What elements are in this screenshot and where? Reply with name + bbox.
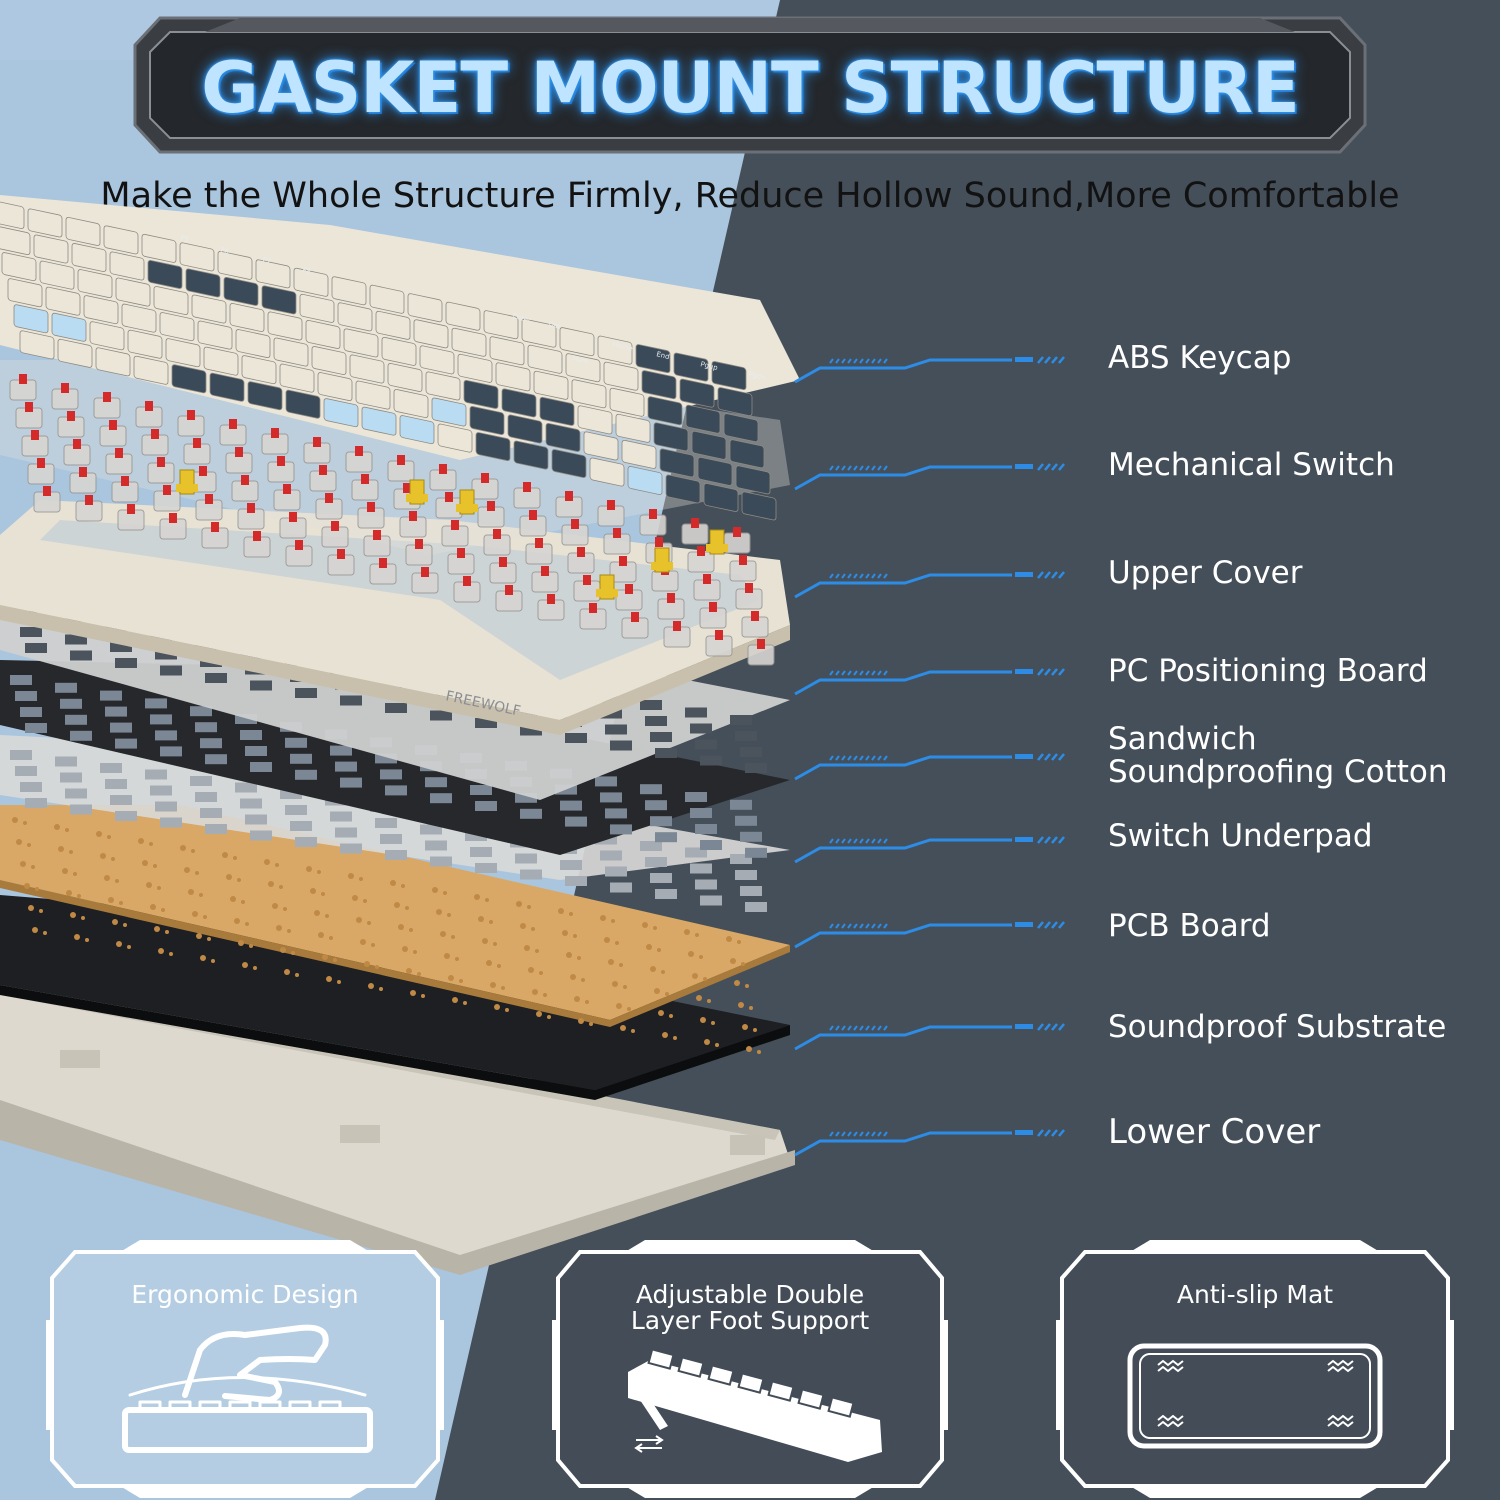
feature-title-ergonomic: Ergonomic Design	[131, 1280, 359, 1309]
layer-label-pcb-board: PCB Board	[1108, 908, 1271, 944]
layer-label-sandwich-line1: Sandwich	[1108, 721, 1257, 757]
feature-title-foot-support-line2: Layer Foot Support	[630, 1306, 870, 1335]
layer-label-soundproof-substrate: Soundproof Substrate	[1108, 1009, 1447, 1045]
layer-label-mechanical-switch: Mechanical Switch	[1108, 447, 1395, 483]
callout-line	[794, 921, 1065, 949]
layer-label-sandwich-cotton: Sandwich Soundproofing Cotton	[1108, 723, 1448, 789]
pcb-board-layer	[0, 805, 790, 1027]
callout-line	[794, 463, 1065, 491]
layer-label-upper-cover: Upper Cover	[1108, 555, 1303, 591]
anti-slip-mat-icon	[1127, 1343, 1383, 1449]
key-legend: F7	[262, 256, 272, 266]
callout-line	[794, 753, 1065, 781]
callout-line	[794, 1129, 1065, 1157]
key-legend: F5	[180, 234, 190, 244]
callout-line	[794, 571, 1065, 599]
feature-title-foot-support-line1: Adjustable Double	[635, 1280, 865, 1309]
layer-label-switch-underpad: Switch Underpad	[1108, 818, 1373, 854]
key-legend: Num	[572, 354, 590, 366]
callout-line	[794, 1023, 1065, 1051]
feature-panel-anti-slip	[1056, 1240, 1454, 1498]
feature-title-anti-slip: Anti-slip Mat	[1176, 1280, 1334, 1309]
callout-line	[794, 668, 1065, 696]
callout-line	[794, 836, 1065, 864]
key-legend: End	[656, 350, 671, 361]
soundproof-substrate-layer	[0, 895, 790, 1100]
feature-panel-foot-support	[552, 1240, 948, 1498]
key-legend: F8	[302, 266, 312, 276]
page-subtitle: Make the Whole Structure Firmly, Reduce …	[100, 176, 1400, 216]
feature-title-foot-support: Adjustable Double Layer Foot Support	[566, 1282, 934, 1334]
callout-line	[794, 356, 1065, 384]
hand-on-keyboard-icon	[122, 1324, 373, 1453]
layer-label-abs-keycap: ABS Keycap	[1108, 340, 1292, 376]
key-legend: Del	[548, 320, 561, 331]
layer-label-pc-positioning-board: PC Positioning Board	[1108, 653, 1428, 689]
layer-label-lower-cover: Lower Cover	[1108, 1112, 1321, 1152]
tilted-keyboard-feet-icon	[628, 1348, 882, 1462]
key-legend: F6	[220, 246, 231, 256]
layer-label-sandwich-line2: Soundproofing Cotton	[1108, 754, 1448, 790]
page-title: GASKET MOUNT STRUCTURE	[201, 47, 1300, 129]
